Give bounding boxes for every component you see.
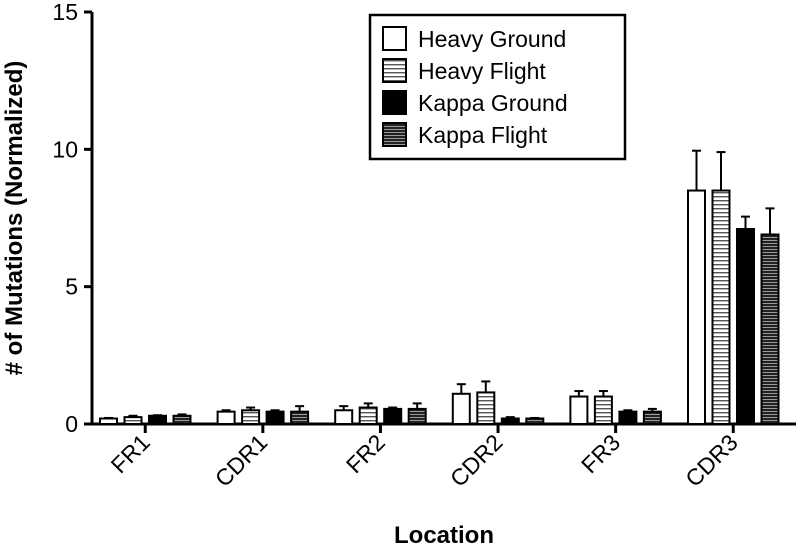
x-axis-title: Location: [394, 522, 494, 549]
legend-label: Kappa Ground: [418, 90, 568, 116]
bar: [760, 233, 780, 425]
bar: [407, 407, 427, 426]
bar: [148, 414, 167, 426]
bar: [569, 395, 589, 425]
bar: [642, 410, 662, 426]
bar: [476, 391, 496, 425]
bar: [216, 410, 236, 426]
x-tick-label: FR2: [341, 429, 390, 478]
bar: [451, 392, 471, 425]
y-tick-label: 5: [65, 274, 78, 300]
legend-box: [368, 13, 627, 161]
bar: [290, 410, 310, 426]
x-tick-label: FR3: [576, 429, 625, 478]
legend-swatch: [382, 90, 407, 115]
bar: [383, 407, 403, 426]
x-tick-label: CDR3: [680, 429, 743, 492]
y-tick-label: 15: [52, 0, 78, 25]
bar: [265, 410, 285, 426]
legend-swatch: [382, 122, 407, 147]
bar: [99, 417, 118, 425]
bar: [525, 417, 545, 425]
bar: [711, 189, 731, 425]
x-tick-label: CDR2: [445, 429, 508, 492]
bar: [172, 414, 192, 426]
y-tick-label: 0: [65, 411, 78, 437]
y-axis-title: # of Mutations (Normalized): [1, 61, 28, 376]
bar: [593, 395, 613, 425]
legend-label: Heavy Ground: [418, 26, 566, 52]
bar: [241, 409, 261, 425]
bar: [500, 417, 520, 425]
legend-swatch: [382, 58, 407, 83]
bar: [334, 409, 354, 425]
legend-label: Heavy Flight: [418, 58, 546, 84]
legend-label: Kappa Flight: [418, 122, 548, 148]
bar: [736, 227, 755, 425]
bar: [618, 410, 638, 426]
bar: [687, 189, 706, 425]
x-tick-label: CDR1: [210, 429, 273, 492]
y-tick-label: 10: [52, 136, 78, 162]
x-tick-label: FR1: [106, 429, 155, 478]
bar: [123, 416, 143, 425]
legend-swatch: [382, 26, 407, 51]
bar: [358, 406, 378, 425]
